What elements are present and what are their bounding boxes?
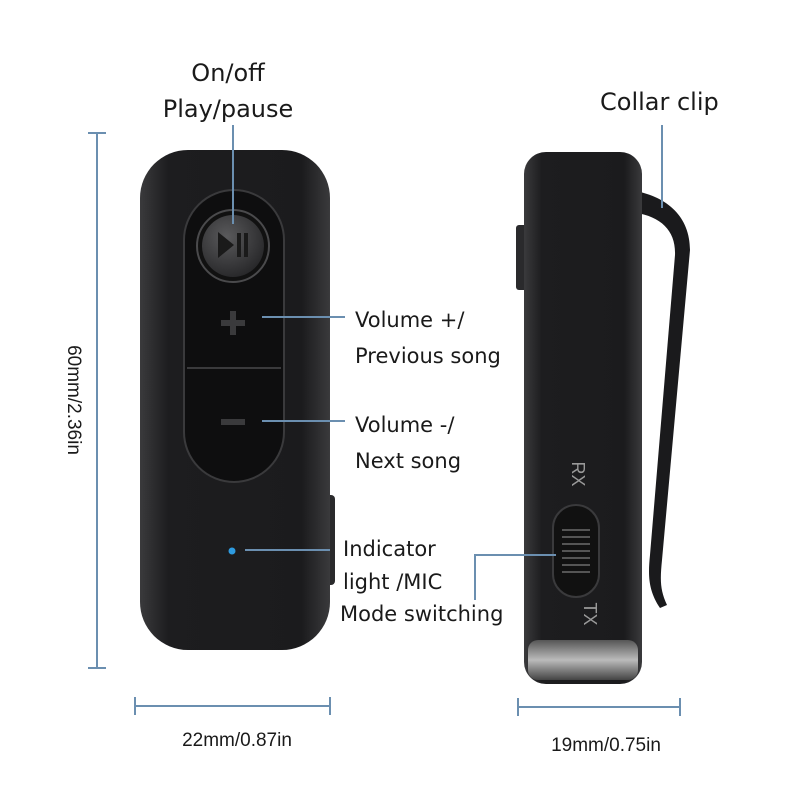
mode-label: Mode switching (340, 602, 503, 626)
side-width-dimension: 19mm/0.75in (551, 735, 661, 756)
indicator-led (228, 547, 236, 555)
power-label-line2: Play/pause (163, 95, 294, 123)
volume-down-label-line1: Volume -/ (355, 413, 455, 437)
height-dimension: 60mm/2.36in (63, 345, 84, 455)
volume-down-label-line2: Next song (355, 449, 461, 473)
switch-grip (562, 529, 590, 573)
clip-label: Collar clip (600, 88, 719, 116)
plus-icon (221, 311, 245, 335)
play-pause-icon (218, 232, 248, 258)
volume-up-label-line2: Previous song (355, 344, 501, 368)
volume-up-label-line1: Volume +/ (355, 308, 465, 332)
collar-clip (630, 190, 690, 608)
bottom-cap (528, 640, 638, 680)
leader-lines (232, 125, 663, 600)
indicator-label-line2: light /MIC (343, 570, 442, 594)
minus-icon (221, 419, 245, 425)
power-label-line1: On/off (191, 59, 265, 87)
dimension-lines (88, 132, 681, 716)
play-pause-button[interactable] (202, 215, 264, 277)
rx-label: RX (568, 461, 588, 486)
front-width-dimension: 22mm/0.87in (182, 730, 292, 751)
front-view-device (140, 150, 335, 650)
indicator-label-line1: Indicator (343, 537, 436, 561)
tx-label: TX (580, 602, 600, 625)
side-view-device: RX TX (516, 152, 690, 684)
